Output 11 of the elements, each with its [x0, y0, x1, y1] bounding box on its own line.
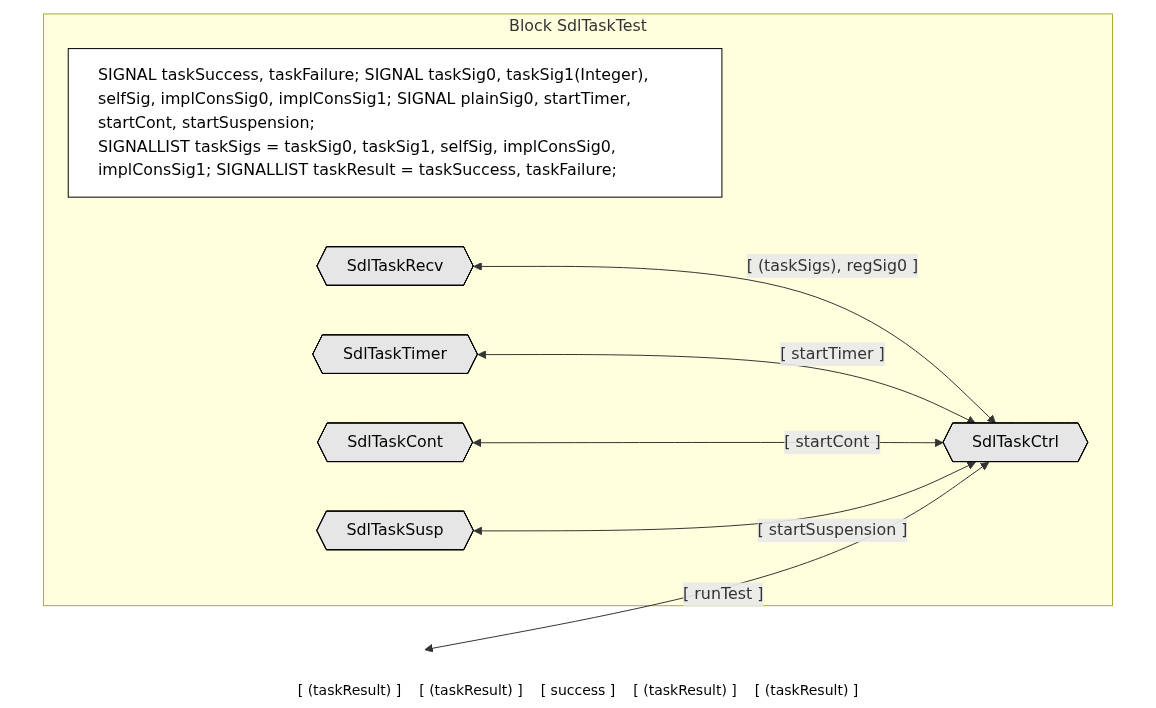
edge-label: [ startSuspension ] — [757, 520, 908, 540]
signal-label: [ (taskResult) ] — [633, 682, 737, 698]
node-box: SIGNAL taskSuccess, taskFailure; SIGNAL taskSig0, taskSig1(Integer), selfSig, implConsSig0, implConsSig1; SIGNAL plainSig0, startTimer, startCont, startSuspension; SIGNALLIST taskSigs = taskSig0, taskSig1, selfSig, implConsSig0, implConsSig1; SIGNALLIST taskResult = taskSuccess, taskFailure; — [67, 48, 723, 198]
edge-label: [ startCont ] — [784, 432, 881, 452]
signal-label: [ success ] — [540, 682, 616, 698]
signal-label: [ (taskResult) ] — [754, 682, 859, 698]
edge-label: [ startTimer ] — [780, 344, 885, 364]
signal-label: [ (taskResult) ] — [419, 682, 523, 698]
edge-label: [ runTest ] — [683, 584, 764, 604]
edge-label: [ (taskSigs), regSig0 ] — [746, 256, 919, 275]
signal-label: [ (taskResult) ] — [297, 682, 402, 698]
